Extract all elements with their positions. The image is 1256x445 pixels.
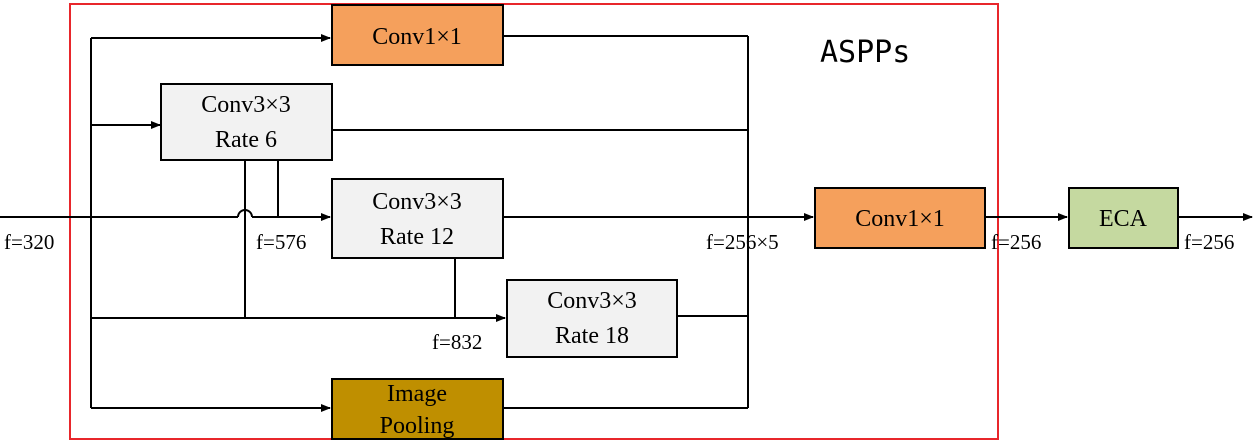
conv1x1-top-box: Conv1×1 — [331, 4, 504, 66]
svg-text:Conv3×3: Conv3×3 — [547, 288, 637, 314]
svg-text:Image: Image — [387, 381, 447, 407]
f-after-conv-label: f=256 — [991, 230, 1041, 254]
svg-text:Rate 18: Rate 18 — [555, 323, 629, 349]
svg-text:Rate 12: Rate 12 — [380, 224, 454, 250]
conv3x3-rate6-box: Conv3×3 Rate 6 — [160, 83, 333, 161]
f-output-label: f=256 — [1184, 230, 1234, 254]
aspp-frame — [69, 3, 999, 440]
image-pooling-box: Image Pooling — [331, 378, 504, 440]
f-576-label: f=576 — [256, 230, 306, 254]
svg-text:Rate 6: Rate 6 — [215, 127, 277, 153]
aspp-title: ASPPs — [820, 35, 910, 70]
svg-text:Conv3×3: Conv3×3 — [372, 189, 462, 215]
svg-text:Conv1×1: Conv1×1 — [372, 24, 462, 50]
f-input-label: f=320 — [4, 230, 54, 254]
f-concat-label: f=256×5 — [706, 230, 779, 254]
conv1x1-out-box: Conv1×1 — [814, 187, 986, 249]
conv3x3-rate12-box: Conv3×3 Rate 12 — [331, 178, 504, 259]
eca-box: ECA — [1068, 187, 1179, 249]
svg-text:ECA: ECA — [1099, 206, 1148, 232]
svg-text:Conv3×3: Conv3×3 — [201, 92, 291, 118]
conv3x3-rate18-box: Conv3×3 Rate 18 — [506, 279, 678, 358]
f-832-label: f=832 — [432, 330, 482, 354]
svg-text:Conv1×1: Conv1×1 — [855, 206, 945, 232]
svg-text:Pooling: Pooling — [380, 413, 455, 439]
